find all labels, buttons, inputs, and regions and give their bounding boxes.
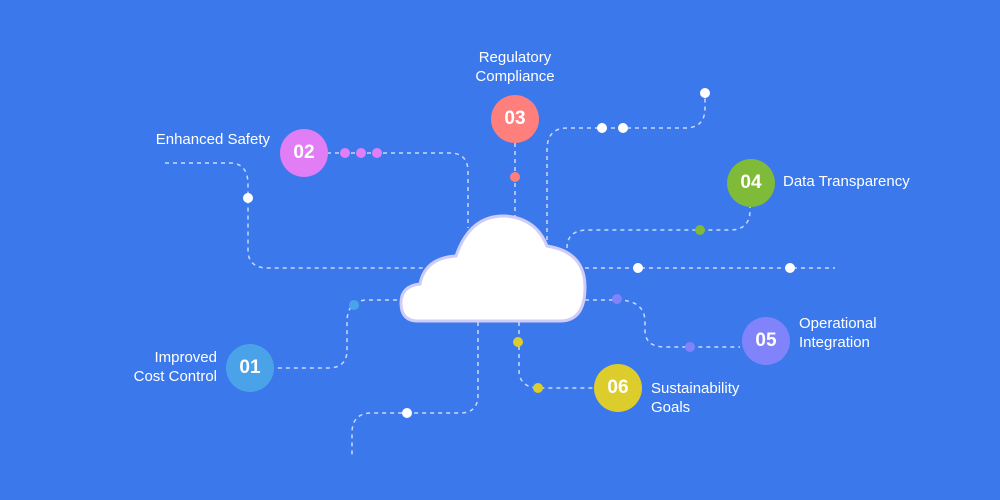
label-03-line2: Compliance	[475, 68, 555, 85]
label-06-line2: Goals	[651, 399, 691, 416]
badge-05: 05	[742, 317, 790, 365]
badge-01: 01	[226, 344, 274, 392]
dot-04	[695, 225, 705, 235]
line-bottom-left	[351, 322, 479, 455]
dot-white	[243, 193, 253, 203]
line-top-left	[165, 162, 430, 269]
dot-06	[513, 337, 523, 347]
dot-white	[633, 263, 643, 273]
dot-02	[356, 148, 366, 158]
badge-02: 02	[280, 129, 328, 177]
dot-01	[349, 300, 359, 310]
dot-05	[685, 342, 695, 352]
line-04	[566, 205, 751, 249]
dot-white	[700, 88, 710, 98]
badge-06: 06	[594, 364, 642, 412]
dot-06	[533, 383, 543, 393]
line-02	[327, 152, 469, 228]
dot-05	[612, 294, 622, 304]
badge-03: 03	[491, 95, 539, 143]
label-05-line1: Operational	[799, 315, 877, 332]
label-06-line1: Sustainability	[651, 380, 740, 397]
line-05	[585, 299, 740, 348]
label-01-line2: Cost Control	[133, 368, 217, 385]
badge-04: 04	[727, 159, 775, 207]
dot-white	[618, 123, 628, 133]
dot-white	[402, 408, 412, 418]
connector-dots	[243, 88, 795, 418]
dot-white	[597, 123, 607, 133]
label-04: Data Transparency	[783, 173, 910, 190]
line-01	[275, 299, 405, 369]
dot-white	[785, 263, 795, 273]
label-03-line1: Regulatory	[478, 49, 552, 66]
label-02: Enhanced Safety	[155, 131, 270, 148]
label-05-line2: Integration	[799, 334, 870, 351]
dot-02	[340, 148, 350, 158]
label-01-line1: Improved	[154, 349, 217, 366]
dot-03	[510, 172, 520, 182]
line-top-right	[546, 93, 706, 240]
line-06	[518, 322, 595, 389]
dot-02	[372, 148, 382, 158]
cloud-icon	[399, 214, 587, 323]
